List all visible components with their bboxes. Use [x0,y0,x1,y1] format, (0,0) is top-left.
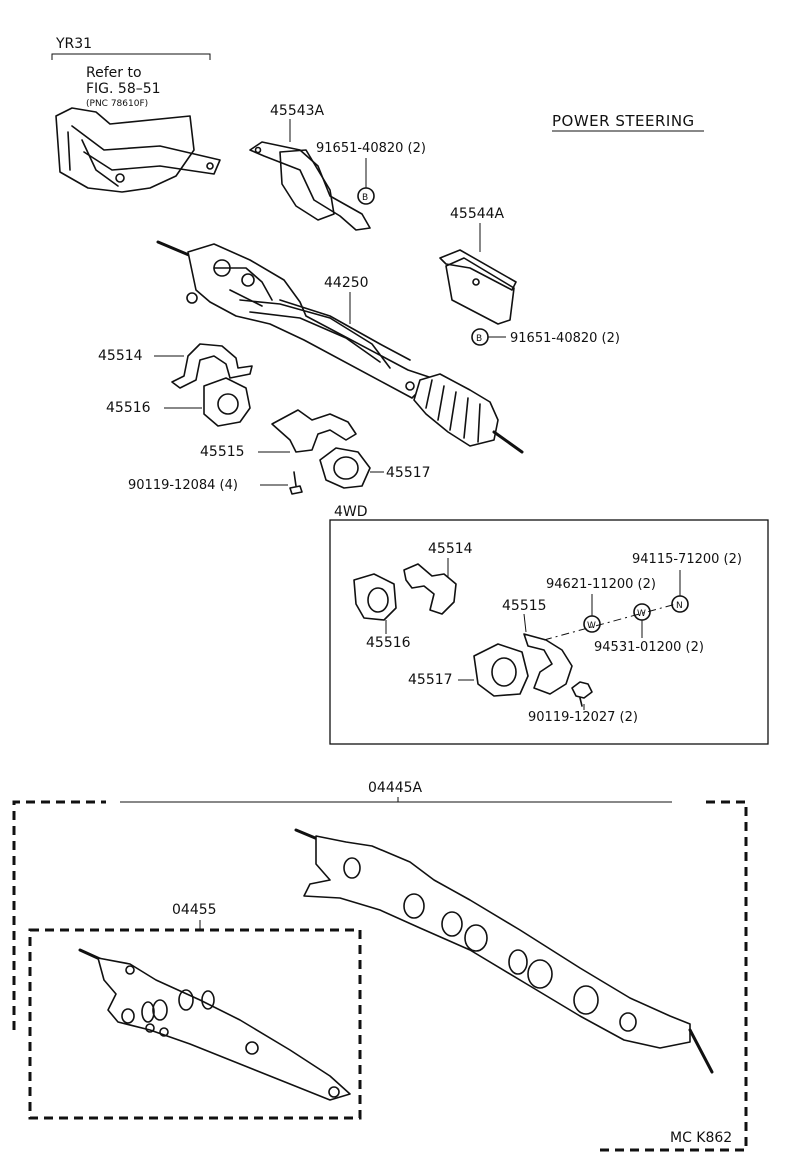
fourwd-bolt-icon [571,681,593,707]
fourwd-label-nut[interactable]: 94115-71200 (2) [632,552,742,567]
kit-inner-label[interactable]: 04455 [172,902,217,918]
bracket-45544a-group: 45544A B 91651-40820 (2) [439,206,620,346]
fourwd-label-45517[interactable]: 45517 [408,672,453,688]
bushing-45516-drawing [203,377,251,427]
label-45516[interactable]: 45516 [106,400,151,416]
seal-kit-drawing [78,948,351,1101]
label-45517[interactable]: 45517 [386,465,431,481]
mount-45514-group: 45514 [98,343,253,389]
bracket-45514-drawing [171,343,253,389]
w-mark-b: W [637,609,646,619]
refer-to-text[interactable]: Refer to [86,65,142,81]
kit-04455-group: 04455 [28,902,362,1120]
n-mark-icon [671,595,689,613]
b-mark-icon-a [357,187,375,205]
fourwd-axis-line [543,603,677,641]
w-mark-a: W [587,621,596,631]
yr31-bracket-line [51,53,211,60]
w-mark-icon-a [583,615,601,633]
rack-housing-drawing [294,828,714,1074]
label-45543a[interactable]: 45543A [270,103,325,119]
bushing-45516-group: 45516 [106,377,251,427]
label-44250[interactable]: 44250 [324,275,369,291]
refer-fig-text[interactable]: FIG. 58–51 [86,81,161,97]
label-45515[interactable]: 45515 [200,444,245,460]
kit-outer-box [12,800,748,1152]
fourwd-bushing-45516 [353,573,397,621]
refer-pnc-text: (PNC 78610F) [86,99,148,109]
bracket-45515-drawing [271,409,357,453]
n-mark: N [676,601,683,611]
bracket-45515-group: 45515 [200,409,357,460]
fourwd-section: 4WD 45514 45516 45515 45517 94115-71200 … [329,504,769,745]
fourwd-box [329,519,769,745]
bracket-45544a-drawing [439,249,517,325]
bracket-45543a-group: 45543A 91651-40820 (2) B [249,103,426,231]
section-title: POWER STEERING [552,112,695,130]
b-mark-b: B [476,334,482,344]
kit-outer-label[interactable]: 04445A [368,780,423,796]
label-bolt-90119[interactable]: 90119-12084 (4) [128,478,238,493]
kit-04445a-group: 04445A [12,780,748,1152]
bolt-90119-group: 90119-12084 (4) [128,471,303,495]
label-bolt-91651-b[interactable]: 91651-40820 (2) [510,331,620,346]
bushing-45517-drawing [319,447,371,489]
bushing-45517-group: 45517 [319,447,431,489]
fourwd-title: 4WD [334,504,368,520]
fourwd-bushing-45517 [473,643,529,697]
bolt-90119-icon [289,471,303,495]
bracket-45543a-drawing [249,141,371,231]
yr31-group: YR31 Refer to FIG. 58–51 (PNC 78610F) [51,36,221,193]
yr31-label: YR31 [55,36,92,52]
fourwd-label-45514[interactable]: 45514 [428,541,473,557]
label-45514[interactable]: 45514 [98,348,143,364]
fourwd-label-washer-b[interactable]: 94531-01200 (2) [594,640,704,655]
footer-code: MC K862 [670,1130,732,1146]
steering-gear-44250: 44250 [156,240,524,454]
kit-inner-box [28,928,362,1120]
label-45544a[interactable]: 45544A [450,206,505,222]
fourwd-label-washer-a[interactable]: 94621-11200 (2) [546,577,656,592]
fourwd-label-45515[interactable]: 45515 [502,598,547,614]
yr31-bracket-drawing [55,107,221,193]
fourwd-bracket-45515 [523,633,573,695]
b-mark-a: B [362,193,368,203]
fourwd-label-45516[interactable]: 45516 [366,635,411,651]
fourwd-bracket-45514 [403,563,457,615]
fourwd-label-bolt[interactable]: 90119-12027 (2) [528,710,638,725]
label-bolt-91651-a[interactable]: 91651-40820 (2) [316,141,426,156]
